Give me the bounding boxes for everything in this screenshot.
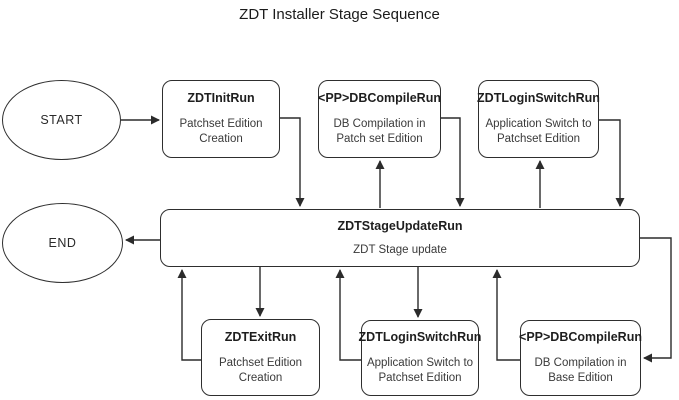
node-db-compile-run-base: <PP>DBCompileRun DB Compilation in Base … (519, 320, 642, 396)
node-title: <PP>DBCompileRun (519, 330, 642, 345)
node-subtitle: DB Compilation in Base Edition (534, 357, 627, 384)
node-title: ZDTLoginSwitchRun (358, 330, 482, 345)
edge-exitrun-to-stageupdate (177, 269, 201, 361)
edge-dbcompile-base-to-stageupdate (492, 269, 520, 361)
node-subtitle: Application Switch to Patchset Edition (485, 118, 592, 145)
edge-loginswitch-top-to-stageupdate (599, 119, 625, 207)
edge-initrun-to-stageupdate (280, 117, 305, 207)
node-title: ZDTLoginSwitchRun (477, 91, 600, 106)
node-db-compile-run-patch: <PP>DBCompileRun DB Compilation in Patch… (318, 80, 441, 158)
node-title: ZDTStageUpdateRun (337, 218, 463, 233)
edge-dbcompile-patch-to-stageupdate (441, 117, 465, 207)
start-label: START (40, 113, 83, 127)
node-title: <PP>DBCompileRun (318, 91, 441, 106)
node-subtitle: DB Compilation in Patch set Edition (333, 118, 426, 145)
node-subtitle: Patchset Edition Creation (218, 356, 303, 384)
node-zdt-login-switch-run-top: ZDTLoginSwitchRun Application Switch to … (477, 80, 600, 158)
node-zdt-init-run: ZDTInitRun Patchset Edition Creation (162, 80, 280, 158)
edge-stageupdate-to-dbcompile-base (640, 237, 672, 363)
node-title: ZDTInitRun (187, 91, 255, 106)
node-subtitle: Patchset Edition Creation (179, 118, 263, 145)
node-end: END (2, 203, 123, 283)
node-subtitle: ZDT Stage update (353, 243, 447, 256)
node-subtitle: Application Switch to Patchset Edition (366, 357, 474, 384)
node-zdt-exit-run: ZDTExitRun Patchset Edition Creation (201, 319, 320, 396)
node-title: ZDTExitRun (224, 329, 297, 344)
end-label: END (48, 236, 77, 250)
node-start: START (2, 80, 121, 160)
edge-loginswitch-bottom-to-stageupdate (335, 269, 361, 361)
node-zdt-login-switch-run-bottom: ZDTLoginSwitchRun Application Switch to … (358, 320, 482, 396)
page-title: ZDT Installer Stage Sequence (239, 6, 440, 23)
node-zdt-stage-update-run: ZDTStageUpdateRun ZDT Stage update (160, 209, 640, 267)
